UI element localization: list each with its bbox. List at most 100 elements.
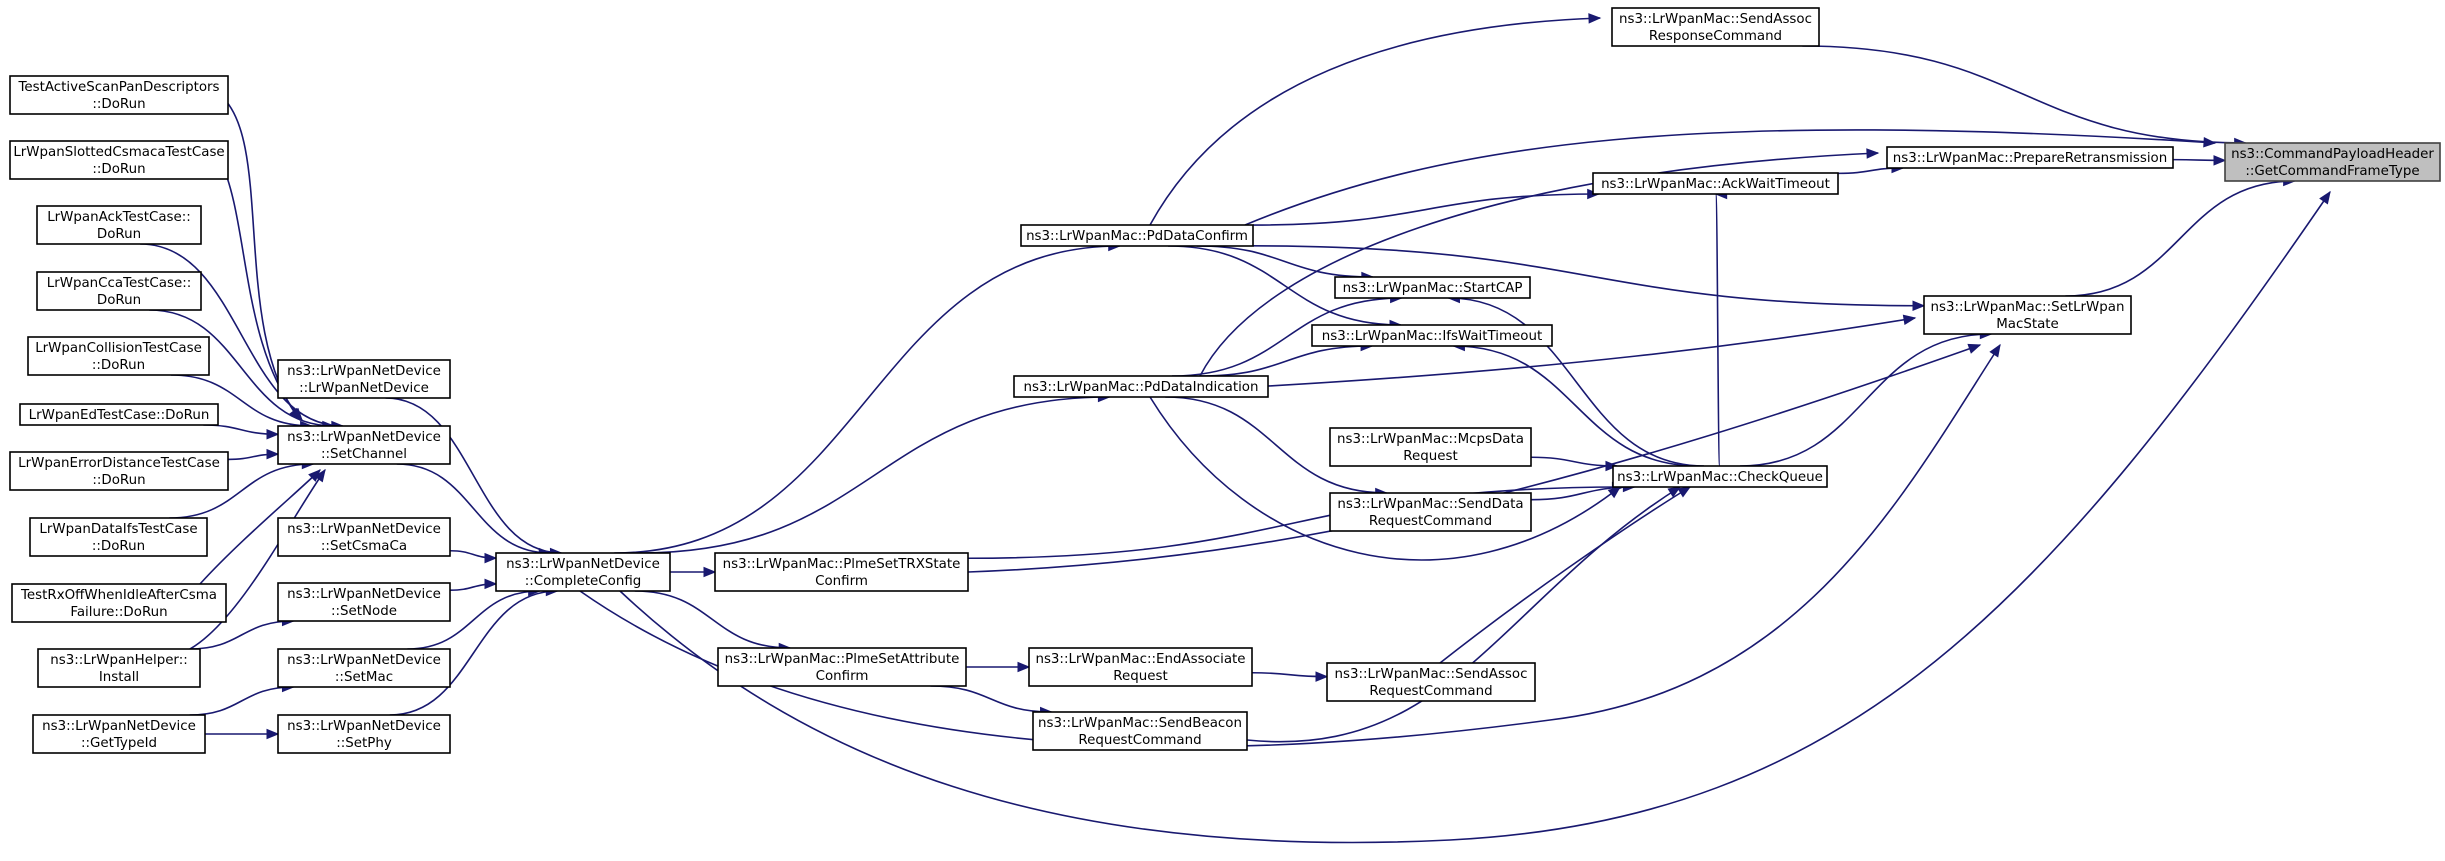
node-test-collision[interactable]: LrWpanCollisionTestCase::DoRun [27,336,210,376]
node-box[interactable] [277,714,451,754]
node-test-cca[interactable]: LrWpanCcaTestCase::DoRun [36,271,202,311]
node-label: TestRxOffWhenIdleAfterCsma [20,588,217,603]
call-edge-netdevice_get_type_id-to-netdevice_set_phy [205,728,280,740]
node-box[interactable] [1028,647,1253,687]
node-box[interactable] [1032,711,1248,751]
edge-arrowhead [2213,155,2227,166]
call-edge-check_queue-to-ack_wait_timeout [1714,188,1728,467]
node-label: LrWpanAckTestCase:: [47,210,191,225]
node-box[interactable] [36,205,202,245]
node-ack-wait-timeout[interactable]: ns3::LrWpanMac::AckWaitTimeout [1592,172,1839,195]
call-edge-pd_data_indication-to-prepare_retransmission [1199,148,1880,377]
node-box[interactable] [36,271,202,311]
node-label: ns3::LrWpanHelper:: [50,653,187,668]
edge-line [140,243,343,427]
node-box[interactable] [9,75,229,115]
node-ifs-wait-timeout[interactable]: ns3::LrWpanMac::IfsWaitTimeout [1311,324,1553,347]
node-prepare-retransmission[interactable]: ns3::LrWpanMac::PrepareRetransmission [1886,146,2174,169]
node-test-slotted-csmaca[interactable]: LrWpanSlottedCsmacaTestCase::DoRun [9,140,229,180]
node-box[interactable] [9,451,229,491]
node-command-payload-header-get-command-frame-type[interactable]: ns3::CommandPayloadHeader::GetCommandFra… [2224,142,2441,182]
node-box[interactable] [277,582,451,622]
edge-line [385,397,562,554]
call-edge-pd_data_confirm-to-ack_wait_timeout [1252,188,1601,226]
node-box[interactable] [9,140,229,180]
node-box[interactable] [19,403,219,426]
node-test-error-distance[interactable]: LrWpanErrorDistanceTestCase::DoRun [9,451,229,491]
node-label: ns3::LrWpanMac::PlmeSetTRXState [723,557,961,572]
node-label: RequestCommand [1369,684,1492,699]
node-box[interactable] [1334,276,1531,299]
node-netdevice-set-csma-ca[interactable]: ns3::LrWpanNetDevice::SetCsmaCa [277,517,451,557]
edge-arrowhead [1866,148,1880,159]
node-box[interactable] [1329,492,1532,532]
node-box[interactable] [277,648,451,688]
node-netdevice-get-type-id[interactable]: ns3::LrWpanNetDevice::GetTypeId [32,714,206,754]
node-box[interactable] [1611,7,1820,47]
edge-line [170,374,312,427]
node-box[interactable] [714,552,969,592]
node-box[interactable] [1923,295,2132,335]
node-box[interactable] [37,648,201,688]
node-box[interactable] [2224,142,2441,182]
node-netdevice-set-phy[interactable]: ns3::LrWpanNetDevice::SetPhy [277,714,451,754]
node-label: ::DoRun [92,358,145,373]
node-test-ed[interactable]: LrWpanEdTestCase::DoRun [19,403,219,426]
node-box[interactable] [11,583,227,623]
node-box[interactable] [1886,146,2174,169]
edge-line [396,463,551,554]
node-netdevice-set-node[interactable]: ns3::LrWpanNetDevice::SetNode [277,582,451,622]
node-test-data-ifs[interactable]: LrWpanDataIfsTestCase::DoRun [29,517,208,557]
node-box[interactable] [1326,662,1536,702]
node-netdevice-set-channel[interactable]: ns3::LrWpanNetDevice::SetChannel [277,425,451,465]
node-pd-data-indication[interactable]: ns3::LrWpanMac::PdDataIndication [1013,375,1269,398]
edge-arrowhead [314,468,326,483]
node-box[interactable] [1592,172,1839,195]
node-box[interactable] [1020,224,1254,247]
node-box[interactable] [1311,324,1553,347]
node-netdevice-complete-config[interactable]: ns3::LrWpanNetDevice::CompleteConfig [495,552,671,592]
node-label: ::DoRun [92,539,145,554]
node-test-ack[interactable]: LrWpanAckTestCase::DoRun [36,205,202,245]
node-start-cap[interactable]: ns3::LrWpanMac::StartCAP [1334,276,1531,299]
node-label: MacState [1996,317,2059,332]
node-label: ns3::LrWpanNetDevice [287,364,441,379]
node-helper-install[interactable]: ns3::LrWpanHelper::Install [37,648,201,688]
node-box[interactable] [1612,465,1828,488]
edge-line [930,685,1052,713]
node-label: ::DoRun [92,162,145,177]
edge-arrowhead [1605,460,1619,472]
call-edge-pd_data_confirm-to-command_payload_header_get_command_frame_type [1244,129,2217,226]
node-box[interactable] [495,552,671,592]
call-edge-pd_data_indication-to-set_lrwpan_mac_state [1267,314,1917,387]
node-box[interactable] [277,517,451,557]
call-edge-netdevice_complete_config-to-plme_set_trx_state_confirm [669,566,717,578]
node-pd-data-confirm[interactable]: ns3::LrWpanMac::PdDataConfirm [1020,224,1254,247]
edge-arrowhead [2319,190,2331,205]
node-test-active-scan[interactable]: TestActiveScanPanDescriptors::DoRun [9,75,229,115]
node-check-queue[interactable]: ns3::LrWpanMac::CheckQueue [1612,465,1828,488]
node-box[interactable] [1329,427,1532,467]
node-box[interactable] [277,425,451,465]
node-box[interactable] [277,359,451,399]
node-box[interactable] [29,517,208,557]
call-edge-end_associate_request-to-send_assoc_request_command [1251,671,1329,682]
node-box[interactable] [27,336,210,376]
edge-arrowhead [1677,486,1692,498]
node-box[interactable] [1013,375,1269,398]
edge-arrowhead [1017,661,1031,673]
node-box[interactable] [32,714,206,754]
node-netdevice-ctor[interactable]: ns3::LrWpanNetDevice::LrWpanNetDevice [277,359,451,399]
node-box[interactable] [717,647,967,687]
node-netdevice-set-mac[interactable]: ns3::LrWpanNetDevice::SetMac [277,648,451,688]
